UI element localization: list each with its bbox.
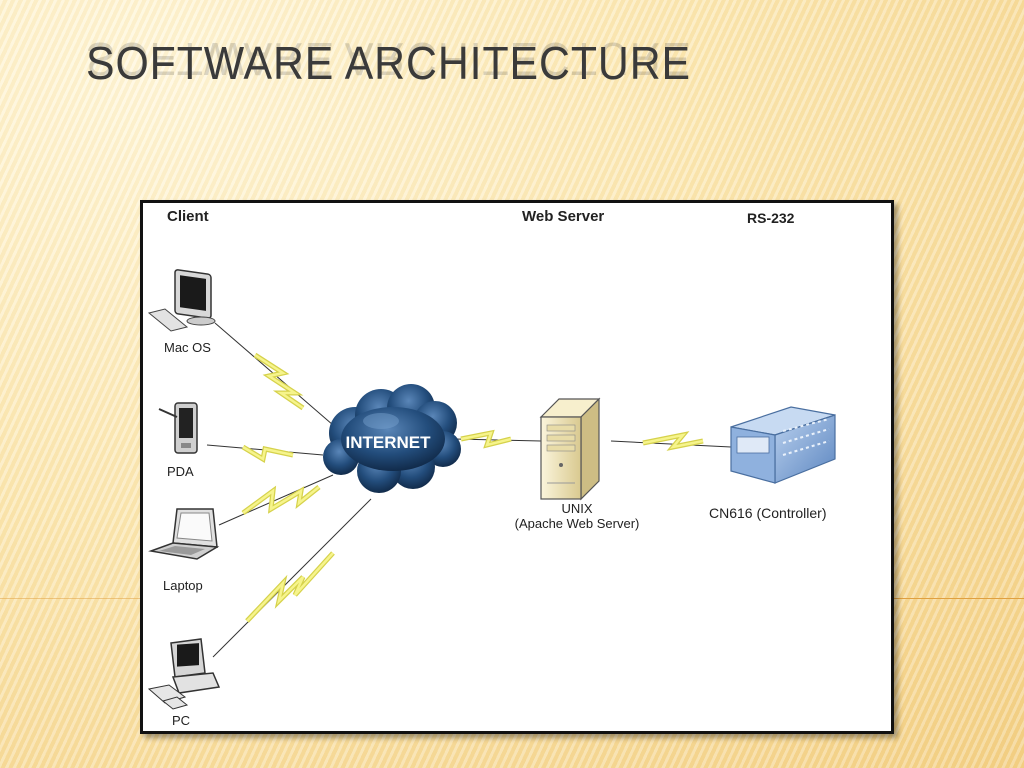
pda-icon	[158, 402, 198, 454]
server-label-line1: UNIX	[561, 501, 593, 516]
link-internet-server	[454, 429, 542, 449]
link-server-controller	[610, 431, 732, 451]
internet-label: INTERNET	[346, 433, 432, 452]
server-tower-icon	[539, 397, 601, 501]
laptop-label: Laptop	[163, 578, 203, 593]
architecture-diagram: INTERNET	[140, 200, 894, 734]
internet-cloud-icon	[323, 384, 461, 493]
controller-device-icon	[730, 406, 836, 484]
slide-title-reflection: SOFTWARE ARCHITECTURE	[86, 33, 692, 85]
pc-label: PC	[172, 713, 191, 728]
slide-title: SOFTWARE ARCHITECTURE	[86, 37, 692, 89]
server-label: UNIX (Apache Web Server)	[507, 501, 647, 531]
diagram-graphics: INTERNET	[147, 269, 836, 710]
link-pda-internet	[206, 444, 324, 463]
pda-label: PDA	[167, 464, 194, 479]
controller-label: CN616 (Controller)	[709, 505, 827, 521]
rs232-header: RS-232	[747, 210, 795, 226]
link-macos-internet	[214, 322, 334, 426]
desktop-pc-icon	[147, 638, 221, 710]
link-pc-internet	[212, 498, 372, 658]
client-header: Client	[167, 208, 209, 225]
web-server-header: Web Server	[522, 208, 605, 225]
imac-icon	[147, 269, 216, 332]
link-laptop-internet	[218, 474, 334, 526]
accent-line	[888, 598, 1024, 599]
laptop-icon	[148, 508, 220, 560]
server-label-line2: (Apache Web Server)	[514, 516, 640, 531]
macos-label: Mac OS	[164, 340, 211, 355]
accent-line-left	[0, 598, 142, 599]
